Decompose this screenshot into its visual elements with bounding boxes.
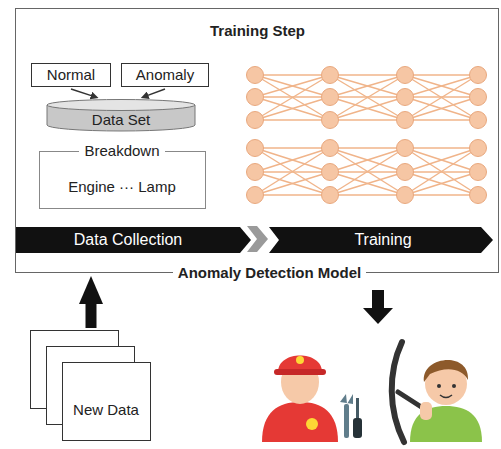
frame-title: Training Step [210, 22, 305, 40]
input-arrow [86, 296, 97, 328]
flow-arrow [71, 89, 93, 96]
data-box: Normal [31, 63, 111, 87]
box-label: Normal [47, 66, 95, 84]
group-heading: Breakdown [79, 142, 164, 160]
driver-icon [392, 342, 482, 442]
band-label: Training [354, 230, 411, 249]
cylinder-label: Data Set [92, 111, 150, 129]
data-stack: New Data [30, 330, 152, 442]
data-box: Anomaly [121, 63, 209, 87]
box-label: Anomaly [136, 66, 194, 84]
data-stack-outline [30, 330, 152, 442]
frame-label: Anomaly Detection Model [173, 264, 366, 282]
dataset-cylinder: Data Set [46, 99, 196, 131]
model-frame: Training StepAnomaly Detection ModelNorm… [15, 8, 499, 273]
band-label: Data Collection [74, 230, 183, 249]
flow-arrow [146, 89, 165, 96]
breakdown-group: BreakdownEngine ··· Lamp [39, 151, 206, 209]
stack-label: New Data [73, 401, 139, 419]
process-band: Training [269, 227, 493, 253]
neural-network [247, 67, 487, 204]
group-body: Engine ··· Lamp [68, 178, 176, 196]
down-arrow [363, 290, 393, 324]
process-band: Data Collection [16, 227, 251, 253]
mechanic-icon [262, 356, 362, 443]
